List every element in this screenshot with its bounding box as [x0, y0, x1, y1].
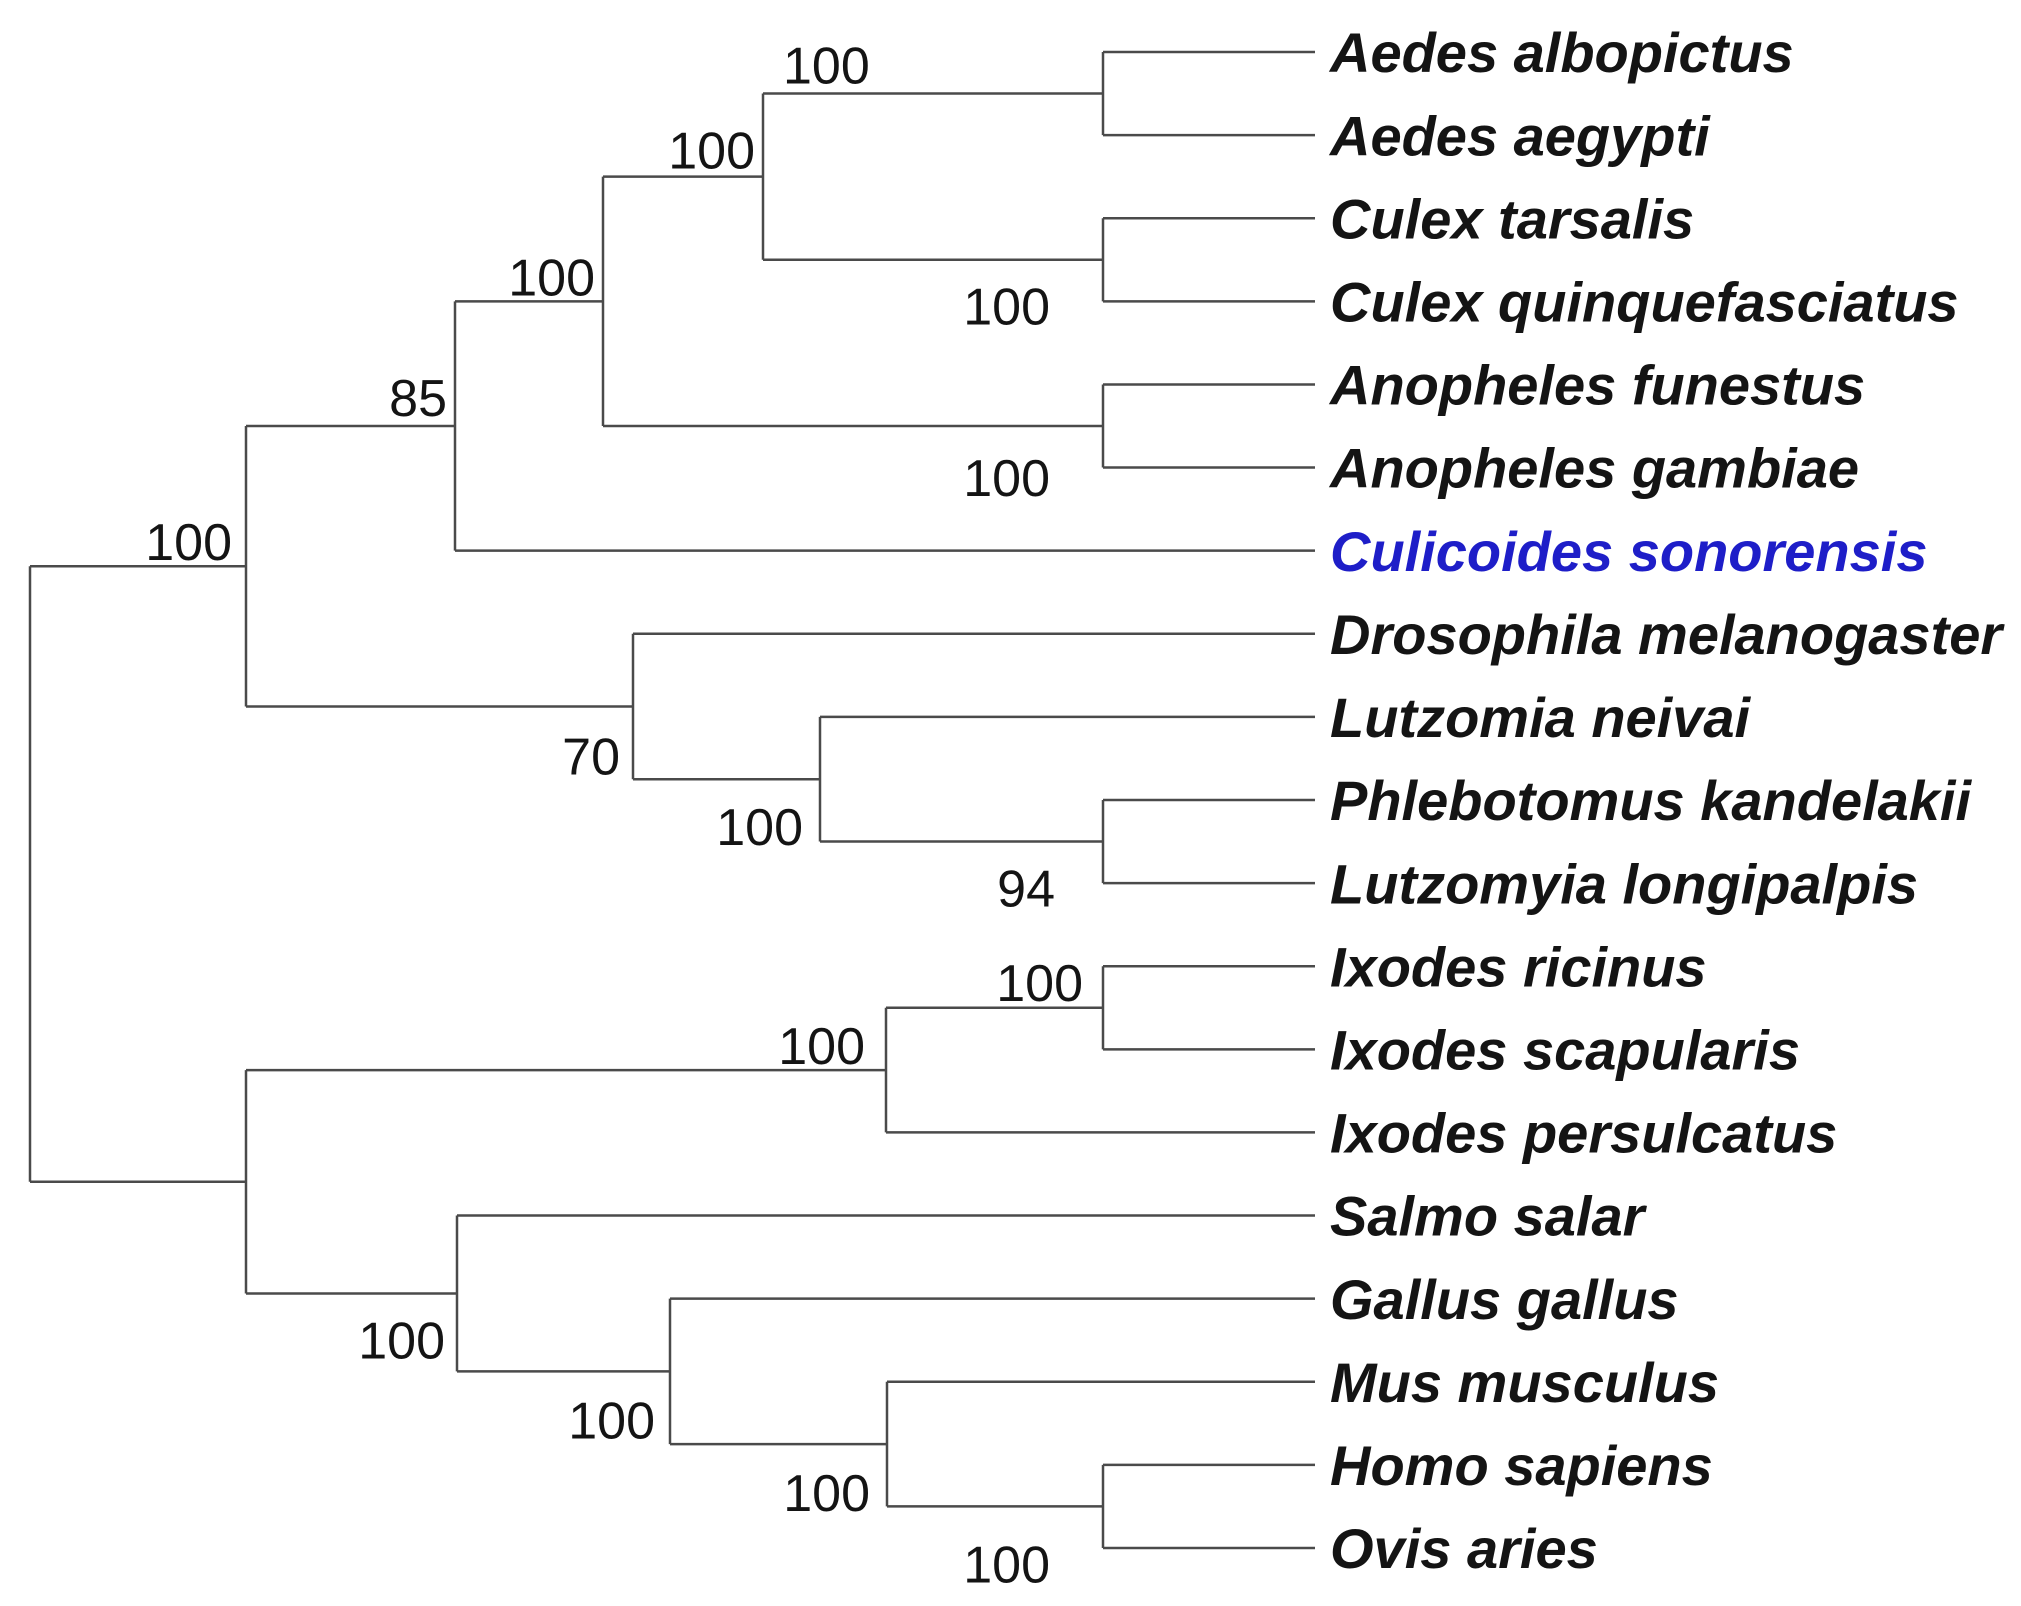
- species-label: Anopheles gambiae: [1328, 437, 1859, 500]
- bootstrap-label: 100: [508, 249, 595, 307]
- species-label: Ixodes ricinus: [1330, 935, 1707, 998]
- bootstrap-label: 100: [668, 123, 755, 181]
- species-label: Culicoides sonorensis: [1330, 520, 1928, 583]
- species-label: Aedes aegypti: [1328, 104, 1711, 167]
- bootstrap-label: 100: [963, 1536, 1050, 1594]
- species-label: Salmo salar: [1330, 1185, 1648, 1248]
- bootstrap-label: 100: [568, 1392, 655, 1450]
- bootstrap-label: 94: [997, 861, 1055, 919]
- species-label: Aedes albopictus: [1328, 21, 1794, 84]
- species-label: Ixodes scapularis: [1330, 1018, 1800, 1081]
- bootstrap-label: 100: [996, 955, 1083, 1013]
- species-label: Lutzomyia longipalpis: [1330, 852, 1918, 915]
- bootstrap-label: 100: [358, 1312, 445, 1370]
- bootstrap-label: 100: [783, 38, 870, 96]
- bootstrap-label: 70: [562, 728, 620, 786]
- species-label: Culex quinquefasciatus: [1330, 270, 1959, 333]
- species-label: Mus musculus: [1330, 1351, 1719, 1414]
- bootstrap-label: 100: [716, 799, 803, 857]
- species-label: Anopheles funestus: [1328, 354, 1865, 417]
- species-label: Phlebotomus kandelakii: [1330, 769, 1972, 832]
- species-label: Ovis aries: [1330, 1517, 1598, 1580]
- bootstrap-label: 100: [963, 450, 1050, 508]
- species-label: Homo sapiens: [1330, 1434, 1713, 1497]
- bootstrap-label: 85: [389, 370, 447, 428]
- species-label: Lutzomia neivai: [1330, 686, 1752, 749]
- bootstrap-label: 100: [145, 514, 232, 572]
- species-label: Drosophila melanogaster: [1330, 603, 2005, 666]
- species-label: Ixodes persulcatus: [1330, 1102, 1837, 1165]
- bootstrap-label: 100: [963, 279, 1050, 337]
- species-label: Gallus gallus: [1330, 1268, 1679, 1331]
- bootstrap-label: 100: [783, 1465, 870, 1523]
- bootstrap-label: 100: [778, 1018, 865, 1076]
- species-label: Culex tarsalis: [1330, 187, 1694, 250]
